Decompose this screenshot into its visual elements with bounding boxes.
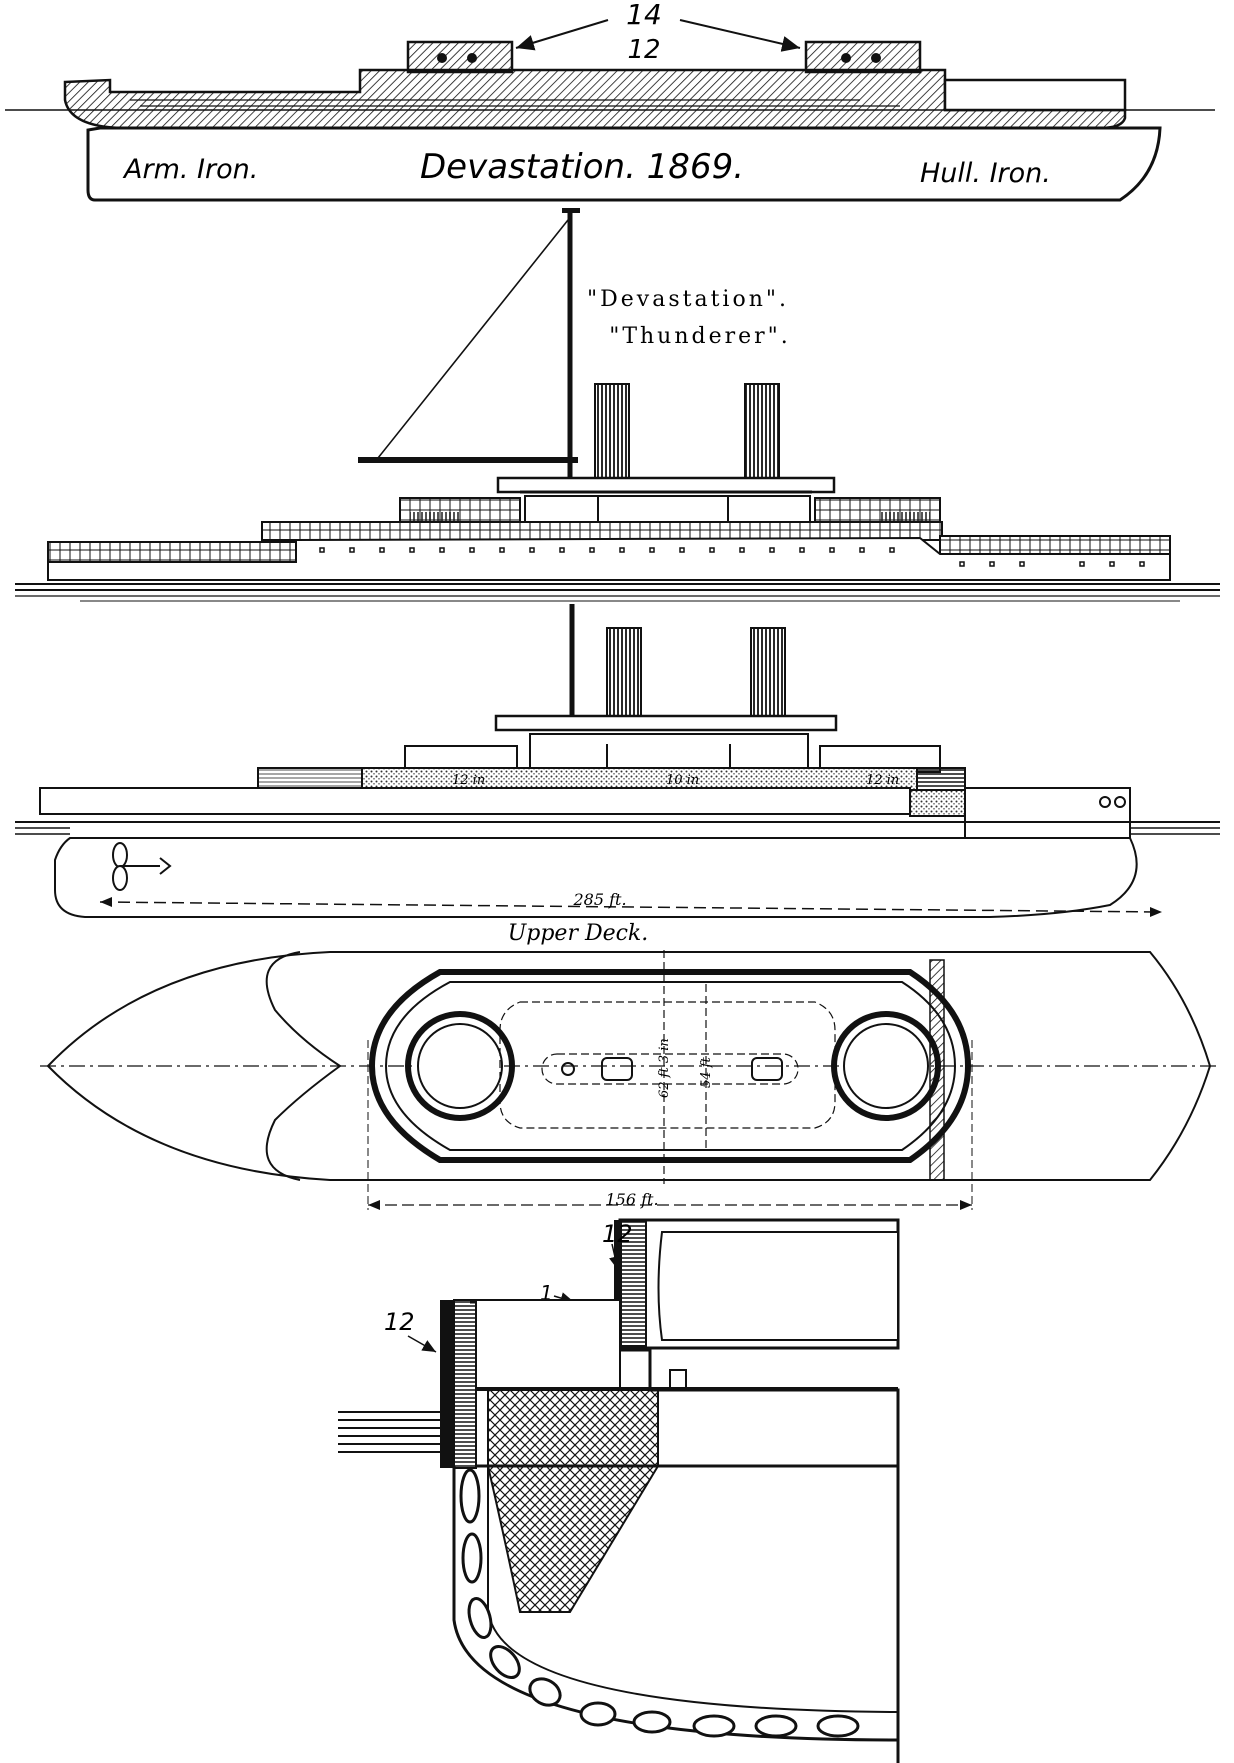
- section-armour-upper-label: 12: [602, 1220, 633, 1248]
- side-elevation: "Devastation". "Thunderer".: [15, 208, 1220, 602]
- turret-fore: [406, 40, 514, 74]
- width-outer-label: 62 ft 3 in: [657, 1038, 672, 1098]
- hatch-outline: [541, 1053, 799, 1085]
- lower-hull-profile: [54, 837, 1138, 918]
- armour-diagram: 14 12 Arm. Iron. Devastation. 1869. Hull…: [5, 0, 1215, 202]
- section-armour-lower-label: 12: [384, 1308, 415, 1336]
- breastwork-outline-inner: [384, 981, 957, 1151]
- width-inner-label: 54 ft: [699, 1057, 714, 1088]
- armour-thickness-mid: 12: [627, 35, 660, 65]
- ship-name-thunderer: "Thunderer".: [609, 324, 791, 349]
- aft-raised-deck: [964, 787, 1131, 839]
- midship-section: 12 1 12: [338, 1218, 900, 1763]
- sea-lines: [15, 583, 1220, 602]
- side-armour-plate: [440, 1300, 454, 1468]
- armour-thickness-top: 14: [626, 0, 662, 31]
- turret-ring-aft: [831, 1011, 941, 1121]
- armour-fore-label: 12 in: [452, 773, 485, 788]
- inner-hull-bottom: [487, 1466, 899, 1713]
- funnel-fore-profile: [606, 627, 642, 719]
- aft-unarmoured-section: [943, 78, 1127, 112]
- armour-mid-label: 10 in: [666, 773, 699, 788]
- funnel-fore: [594, 383, 630, 481]
- propeller-icon: [112, 842, 172, 891]
- outer-hull-bottom: [452, 1466, 899, 1742]
- funnel-aft: [744, 383, 780, 481]
- length-dimension-line: [99, 901, 1161, 913]
- coal-bunker: [487, 1389, 659, 1467]
- longitudinal-profile: 12 in 10 in 12 in 285 ft.: [15, 604, 1220, 918]
- double-bottom-lightening-holes: [459, 1468, 860, 1738]
- turret-aft: [804, 40, 922, 74]
- armour-aft-label: 12 in: [866, 773, 899, 788]
- breastwork-length-label: 156 ft.: [605, 1190, 658, 1209]
- ship-title: Devastation. 1869.: [420, 147, 744, 187]
- upper-hull-profile: [39, 787, 911, 815]
- portholes-row: [319, 547, 1145, 567]
- label-arm-iron: Arm. Iron.: [122, 154, 258, 185]
- fore-deck-rail: [47, 541, 297, 565]
- arrow-to-aft-turret: [679, 19, 801, 52]
- upper-deck-plan: Upper Deck. 62 ft 3 in 54 ft 156 ft.: [40, 921, 1220, 1210]
- hull-outline: [86, 126, 1162, 202]
- label-hull-iron: Hull. Iron.: [920, 158, 1051, 189]
- flying-deck-outline: [499, 1001, 836, 1129]
- breastwork-armour-strake: [361, 767, 918, 791]
- sail-stay: [377, 219, 569, 459]
- upper-deck-title: Upper Deck.: [508, 921, 649, 946]
- water-lines-section: [338, 1411, 440, 1453]
- aft-deck-rail: [939, 535, 1171, 555]
- breastwork-outline-outer: [368, 969, 972, 1163]
- turret-ring-fore: [405, 1011, 515, 1121]
- breastwork-profile: [529, 733, 809, 771]
- arrow-to-fore-turret: [515, 19, 609, 51]
- flying-deck: [496, 476, 836, 494]
- flying-deck-profile: [494, 714, 838, 732]
- ship-name-devastation: "Devastation".: [587, 287, 789, 312]
- length-label: 285 ft.: [572, 890, 626, 909]
- funnel-aft-profile: [750, 627, 786, 719]
- armour-belt-hatched: [63, 68, 1127, 130]
